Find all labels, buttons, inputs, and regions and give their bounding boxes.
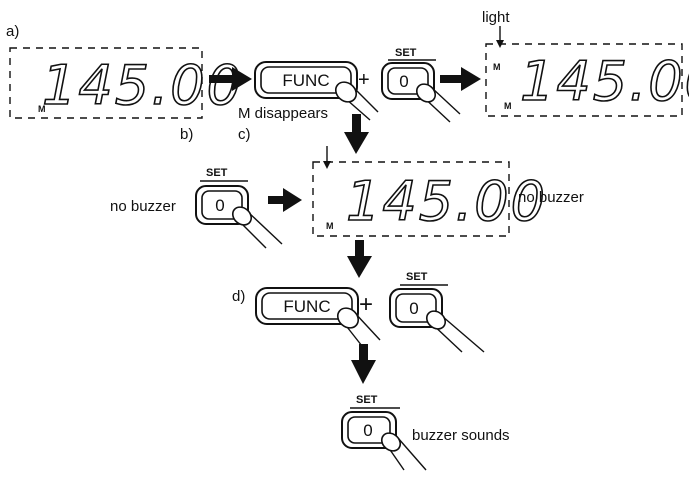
set-label: SET	[206, 167, 228, 179]
label-d: d)	[232, 288, 245, 305]
m-flag: M	[326, 221, 334, 231]
label-no-buzzer-right: no buzzer	[518, 189, 584, 206]
set-zero-key-middle[interactable]: SET 0	[196, 167, 282, 248]
finger-icon	[423, 307, 484, 352]
plus-sign: +	[359, 291, 373, 318]
finger-icon	[229, 203, 282, 248]
label-a: a)	[6, 23, 19, 40]
arrow-down-icon	[351, 344, 376, 384]
arrow-down-icon	[347, 240, 372, 278]
label-light: light	[482, 9, 510, 26]
zero-key-label: 0	[409, 299, 418, 318]
lcd-display-a: 145.00 M	[10, 48, 243, 118]
plus-sign: +	[358, 69, 370, 91]
zero-key-label: 0	[363, 421, 372, 440]
label-buzzer-sounds: buzzer sounds	[412, 427, 510, 444]
lcd-reading: 145.00	[520, 50, 689, 113]
lcd-display-middle: 145.00 M	[313, 162, 547, 236]
set-label: SET	[395, 47, 417, 59]
zero-key-label: 0	[215, 196, 224, 215]
label-m-disappears: M disappears	[238, 105, 328, 122]
arrow-down-icon	[344, 114, 369, 154]
func-key-label: FUNC	[283, 297, 330, 316]
func-key-label: FUNC	[282, 71, 329, 90]
finger-icon	[413, 80, 460, 122]
set-zero-key-d[interactable]: SET 0	[390, 271, 484, 352]
set-label: SET	[356, 394, 378, 406]
lcd-display-right: M 145.00 M	[486, 44, 689, 116]
label-no-buzzer-left: no buzzer	[110, 198, 176, 215]
m-flag-lit: M	[493, 62, 501, 72]
set-label: SET	[406, 271, 428, 283]
arrow-right-icon	[268, 188, 302, 212]
set-zero-key-top[interactable]: SET 0	[382, 47, 460, 122]
m-flag: M	[504, 101, 512, 111]
label-b: b)	[180, 126, 193, 143]
m-flag: M	[38, 104, 46, 114]
arrow-right-icon	[440, 67, 481, 91]
lcd-reading: 145.00	[346, 170, 547, 233]
c-pointer	[323, 146, 331, 169]
label-c: c)	[238, 126, 251, 143]
lcd-reading: 145.00	[42, 54, 243, 117]
zero-key-label: 0	[399, 72, 408, 91]
